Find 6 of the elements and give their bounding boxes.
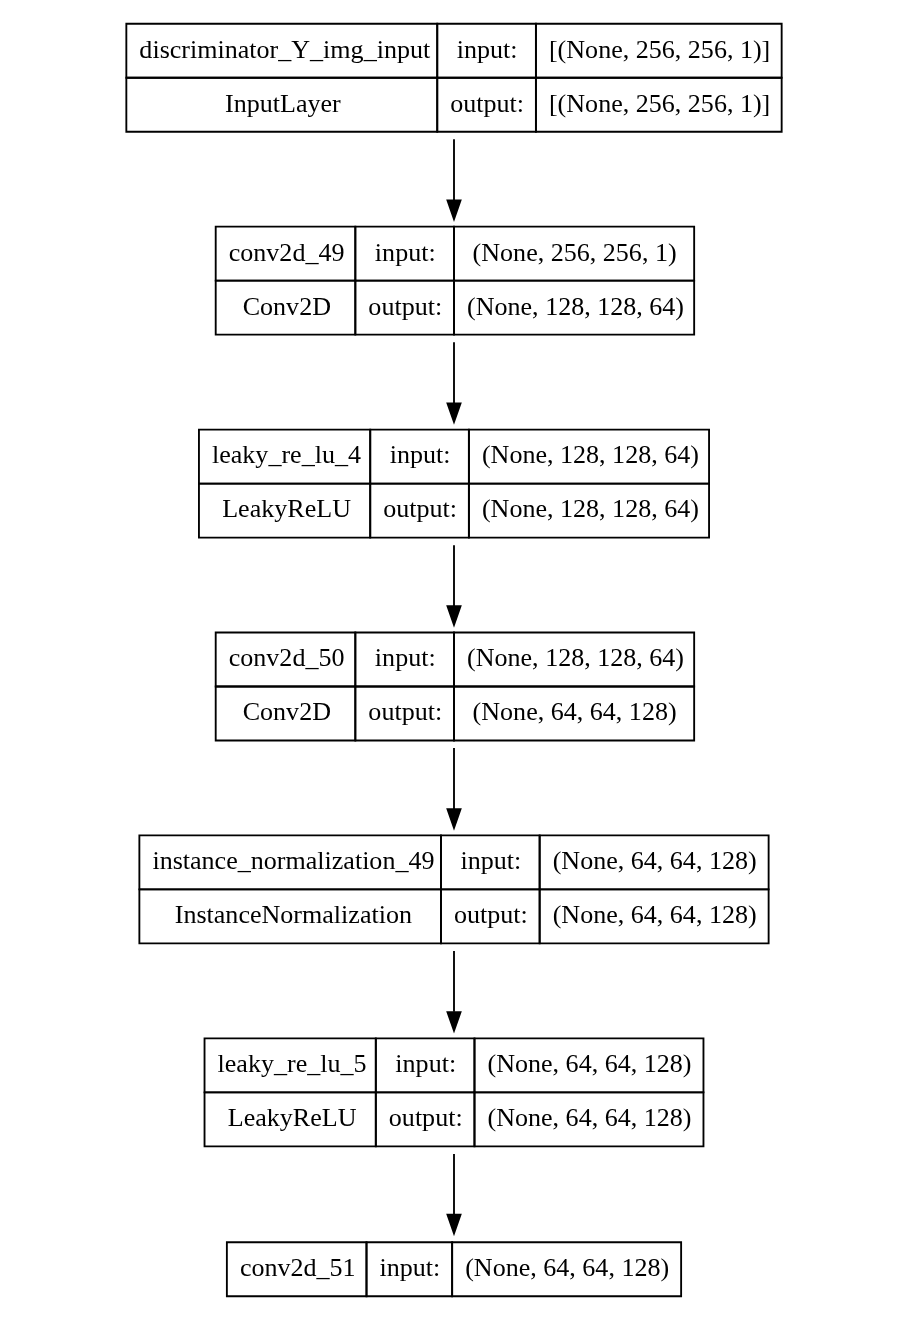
arrow bbox=[445, 1153, 462, 1237]
arrow bbox=[445, 341, 462, 425]
arrow bbox=[445, 138, 462, 222]
arrow bbox=[445, 950, 462, 1034]
arrow bbox=[445, 747, 462, 831]
arrow bbox=[445, 544, 462, 628]
